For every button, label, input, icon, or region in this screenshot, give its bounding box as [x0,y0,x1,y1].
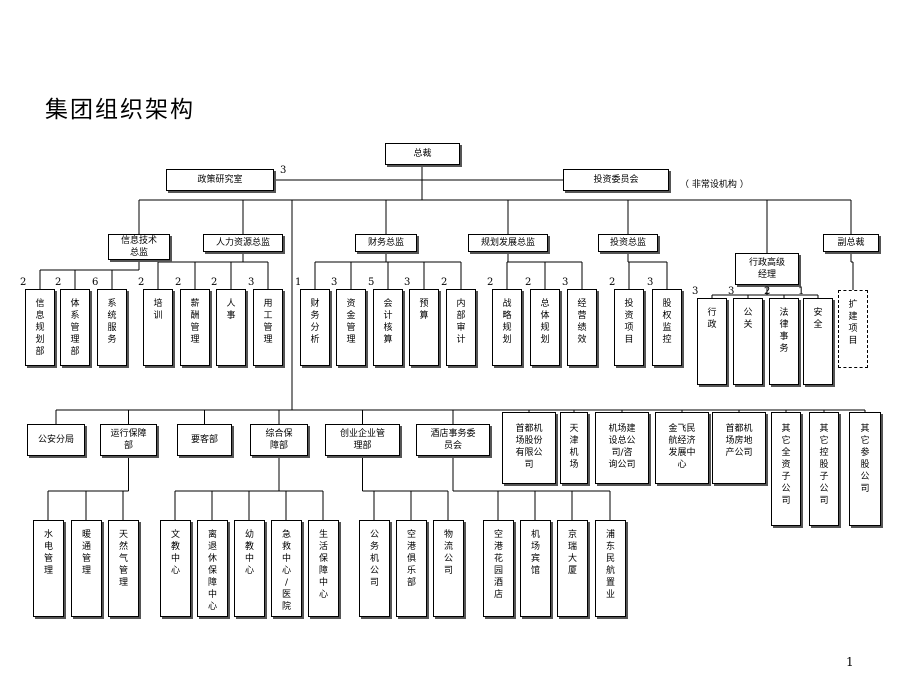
investment-committee-box: 投资委员会 [563,169,669,191]
subunit-box-12: 机 场 宾 馆 [520,520,551,617]
subunit-box-5: 幼 教 中 心 [234,520,265,617]
dept-box-15: 投 资 项 目 [614,289,644,366]
policy-office-box: 政策研究室 [166,169,274,191]
headcount-3: 2 [138,277,145,288]
headcount-13: 2 [525,277,532,288]
unit-box-3: 综合保 障部 [250,424,308,456]
subunit-box-14: 浦 东 民 航 置 业 [595,520,626,617]
unit-box-6: 首都机 场股份 有限公 司 [502,412,556,484]
headcount-11: 2 [441,277,448,288]
director-box-5: 行政高级 经理 [735,253,799,285]
headcount-15: 2 [609,277,616,288]
subunit-box-7: 生 活 保 障 中 心 [308,520,339,617]
policy-office-count: 3 [280,165,287,176]
director-box-3: 规划发展总监 [468,234,548,252]
subunit-box-13: 京 瑞 大 厦 [557,520,588,617]
headcount-5: 2 [211,277,218,288]
dept-box-3: 培 训 [143,289,173,366]
dept-box-5: 人 事 [216,289,246,366]
dept-box-2: 系 统 服 务 [97,289,127,366]
subunit-box-10: 物 流 公 司 [433,520,464,617]
dept-box-17: 行 政 [697,298,727,385]
headcount-2: 6 [92,277,99,288]
unit-box-4: 创业企业管 理部 [325,424,400,456]
dept-box-13: 总 体 规 划 [530,289,560,366]
headcount-6: 3 [248,277,255,288]
dept-box-12: 战 略 规 划 [492,289,522,366]
dept-box-19: 法 律 事 务 [769,298,799,385]
subunit-box-8: 公 务 机 公 司 [359,520,390,617]
director-box-2: 财务总监 [355,234,417,252]
unit-box-5: 酒店事务委 员会 [416,424,490,456]
page-number: 1 [846,655,854,669]
dept-box-6: 用 工 管 理 [253,289,283,366]
headcount-17: 3 [692,286,699,297]
unit-box-10: 首都机 场房地 产公司 [712,412,766,484]
dept-box-16: 股 权 监 控 [652,289,682,366]
headcount-1: 2 [55,277,62,288]
ceo-box: 总裁 [385,143,460,165]
subunit-box-1: 暖 通 管 理 [71,520,102,617]
director-box-0: 信息技术 总监 [108,234,170,260]
unit-box-9: 金飞民 航经济 发展中 心 [655,412,709,484]
unit-box-0: 公安分局 [27,424,85,456]
headcount-19: 2 [764,286,771,297]
subunit-box-3: 文 教 中 心 [160,520,191,617]
dept-box-8: 资 金 管 理 [336,289,366,366]
page-title: 集团组织架构 [45,97,195,123]
headcount-7: 1 [295,277,302,288]
subunit-box-4: 离 退 休 保 障 中 心 [197,520,228,617]
subunit-box-0: 水 电 管 理 [33,520,64,617]
investment-committee-note: （ 非常设机构 ） [680,180,749,190]
unit-box-1: 运行保障 部 [100,424,157,456]
headcount-16: 3 [647,277,654,288]
headcount-10: 3 [404,277,411,288]
subunit-box-2: 天 然 气 管 理 [108,520,139,617]
unit-box-2: 要客部 [177,424,232,456]
director-box-1: 人力资源总监 [203,234,283,252]
unit-box-7: 天 津 机 场 [560,412,588,484]
headcount-12: 2 [487,277,494,288]
headcount-4: 2 [175,277,182,288]
director-box-6: 副总裁 [823,234,879,252]
director-box-4: 投资总监 [598,234,658,252]
dept-box-21: 扩 建 项 目 [838,290,868,368]
dept-box-7: 财 务 分 析 [300,289,330,366]
dept-box-1: 体 系 管 理 部 [60,289,90,366]
dept-box-0: 信 息 规 划 部 [25,289,55,366]
headcount-9: 5 [368,277,375,288]
dept-box-9: 会 计 核 算 [373,289,403,366]
subunit-box-11: 空 港 花 园 酒 店 [483,520,514,617]
headcount-14: 3 [562,277,569,288]
dept-box-4: 薪 酬 管 理 [180,289,210,366]
headcount-8: 3 [331,277,338,288]
dept-box-14: 经 营 绩 效 [567,289,597,366]
unit-box-13: 其 它 参 股 公 司 [849,412,881,526]
headcount-0: 2 [20,277,27,288]
dept-box-18: 公 关 [733,298,763,385]
dept-box-11: 内 部 审 计 [446,289,476,366]
subunit-box-6: 急 救 中 心 / 医 院 [271,520,302,617]
subunit-box-9: 空 港 俱 乐 部 [396,520,427,617]
dept-box-10: 预 算 [409,289,439,366]
unit-box-12: 其 它 控 股 子 公 司 [809,412,839,526]
unit-box-8: 机场建 设总公 司/咨 询公司 [595,412,649,484]
unit-box-11: 其 它 全 资 子 公 司 [771,412,801,526]
headcount-20: 1 [798,286,805,297]
dept-box-20: 安 全 [803,298,833,385]
headcount-18: 3 [728,286,735,297]
